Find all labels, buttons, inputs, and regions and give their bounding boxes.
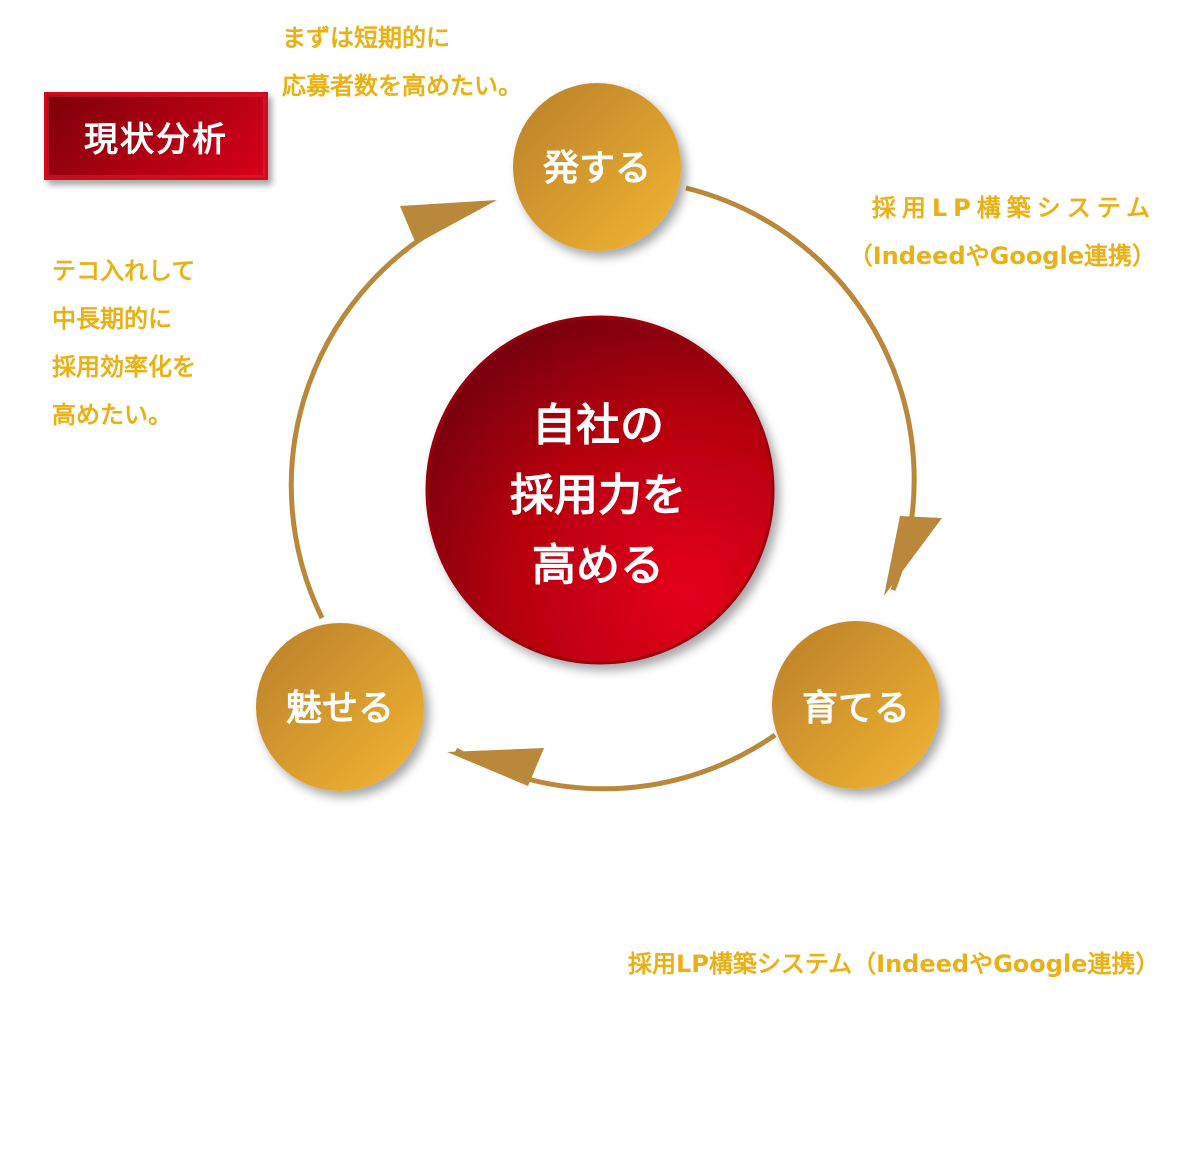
arrowhead-bottom <box>447 748 544 786</box>
arrow-heads <box>400 200 942 786</box>
note-right-line-1: 採用LP構築システム <box>871 194 1156 222</box>
node-top-label: 発する <box>543 148 651 189</box>
note-right-line-2: （IndeedやGoogle連携） <box>848 242 1156 270</box>
note-top-line-1: まずは短期的に <box>282 24 450 52</box>
center-line-2: 採用力を <box>510 470 686 521</box>
note-top-line-2: 応募者数を高めたい。 <box>282 72 522 100</box>
note-left-line-2: 中長期的に <box>52 305 172 333</box>
node-left <box>256 623 424 791</box>
status-badge: 現状分析 <box>44 92 268 180</box>
arrowhead-right <box>884 516 942 596</box>
center-line-3: 高める <box>532 540 664 591</box>
center-line-1: 自社の <box>532 400 664 451</box>
note-bottom-text: 採用LP構築システム（IndeedやGoogle連携） <box>628 950 1160 978</box>
note-top: まずは短期的に 応募者数を高めたい。 <box>282 14 522 110</box>
note-left: テコ入れして 中長期的に 採用効率化を 高めたい。 <box>52 247 196 439</box>
node-right <box>772 621 940 789</box>
note-left-line-3: 採用効率化を <box>52 353 196 381</box>
note-right: 採用LP構築システム （IndeedやGoogle連携） <box>838 184 1156 280</box>
note-left-line-1: テコ入れして <box>52 257 196 285</box>
note-left-line-4: 高めたい。 <box>52 401 172 429</box>
node-right-label: 育てる <box>802 688 910 729</box>
center-node <box>425 315 775 665</box>
arc-left-to-top <box>288 213 462 620</box>
note-bottom: 採用LP構築システム（IndeedやGoogle連携） <box>628 940 1173 988</box>
node-top <box>513 83 681 251</box>
node-left-label: 魅せる <box>286 688 394 729</box>
arrowhead-top <box>400 200 497 244</box>
badge-label: 現状分析 <box>84 119 228 160</box>
